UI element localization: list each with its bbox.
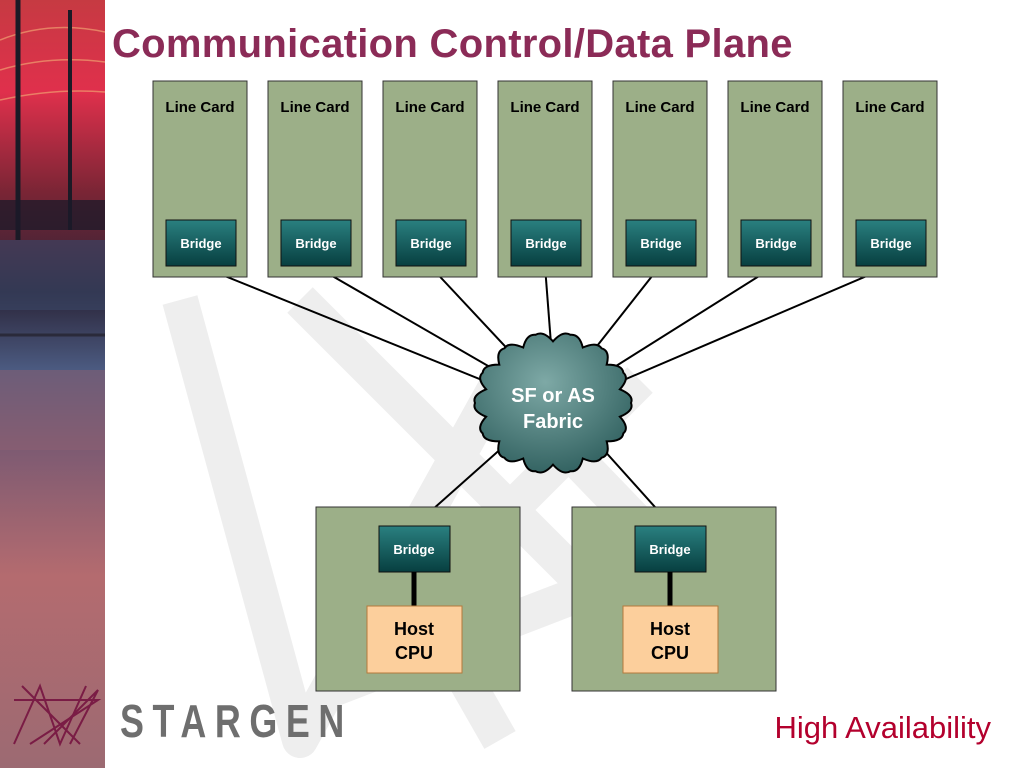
bridge-label: Bridge	[870, 236, 911, 251]
bridge-box	[280, 219, 352, 267]
bridge-box	[510, 219, 582, 267]
bridge-label: Bridge	[410, 236, 451, 251]
line-card-label: Line Card	[740, 99, 809, 116]
fabric-cloud: SF or AS Fabric	[473, 332, 633, 474]
bridge-box	[165, 219, 237, 267]
host-cpu-label: Host	[650, 619, 690, 639]
bridge-box	[740, 219, 812, 267]
fabric-label: Fabric	[523, 411, 583, 433]
fabric-label: SF or AS	[511, 385, 595, 407]
side-photo-strip	[0, 0, 106, 768]
line-card-label: Line Card	[625, 99, 694, 116]
fabric-link-line	[199, 265, 488, 383]
bridge-label: Bridge	[525, 236, 566, 251]
host-cpu-label: Host	[394, 619, 434, 639]
bridge-box	[378, 525, 451, 573]
bridge-label: Bridge	[755, 236, 796, 251]
host-cpu-box	[366, 605, 463, 674]
bridge-label: Bridge	[649, 542, 690, 557]
bridge-label: Bridge	[393, 542, 434, 557]
brand-wordmark: STARGEN	[120, 695, 353, 747]
fabric-cloud-shape	[473, 332, 633, 474]
line-card-label: Line Card	[165, 99, 234, 116]
host-cpu-box	[622, 605, 719, 674]
line-card-label: Line Card	[395, 99, 464, 116]
footer-section-title: High Availability	[774, 710, 991, 745]
bridge-box	[855, 219, 927, 267]
stargen-logo-icon	[13, 683, 102, 747]
line-card-label: Line Card	[510, 99, 579, 116]
fabric-link-line	[596, 265, 776, 379]
line-card-label: Line Card	[855, 99, 924, 116]
bridge-label: Bridge	[180, 236, 221, 251]
bridge-box	[634, 525, 707, 573]
page-title: Communication Control/Data Plane	[112, 22, 793, 66]
bridge-label: Bridge	[295, 236, 336, 251]
line-card-label: Line Card	[280, 99, 349, 116]
fabric-link-line	[618, 265, 891, 383]
bridge-label: Bridge	[640, 236, 681, 251]
host-cpu-label: CPU	[651, 643, 689, 663]
fabric-link-line	[314, 265, 510, 379]
bridge-box	[625, 219, 697, 267]
host-cpu-label: CPU	[395, 643, 433, 663]
bridge-box	[395, 219, 467, 267]
